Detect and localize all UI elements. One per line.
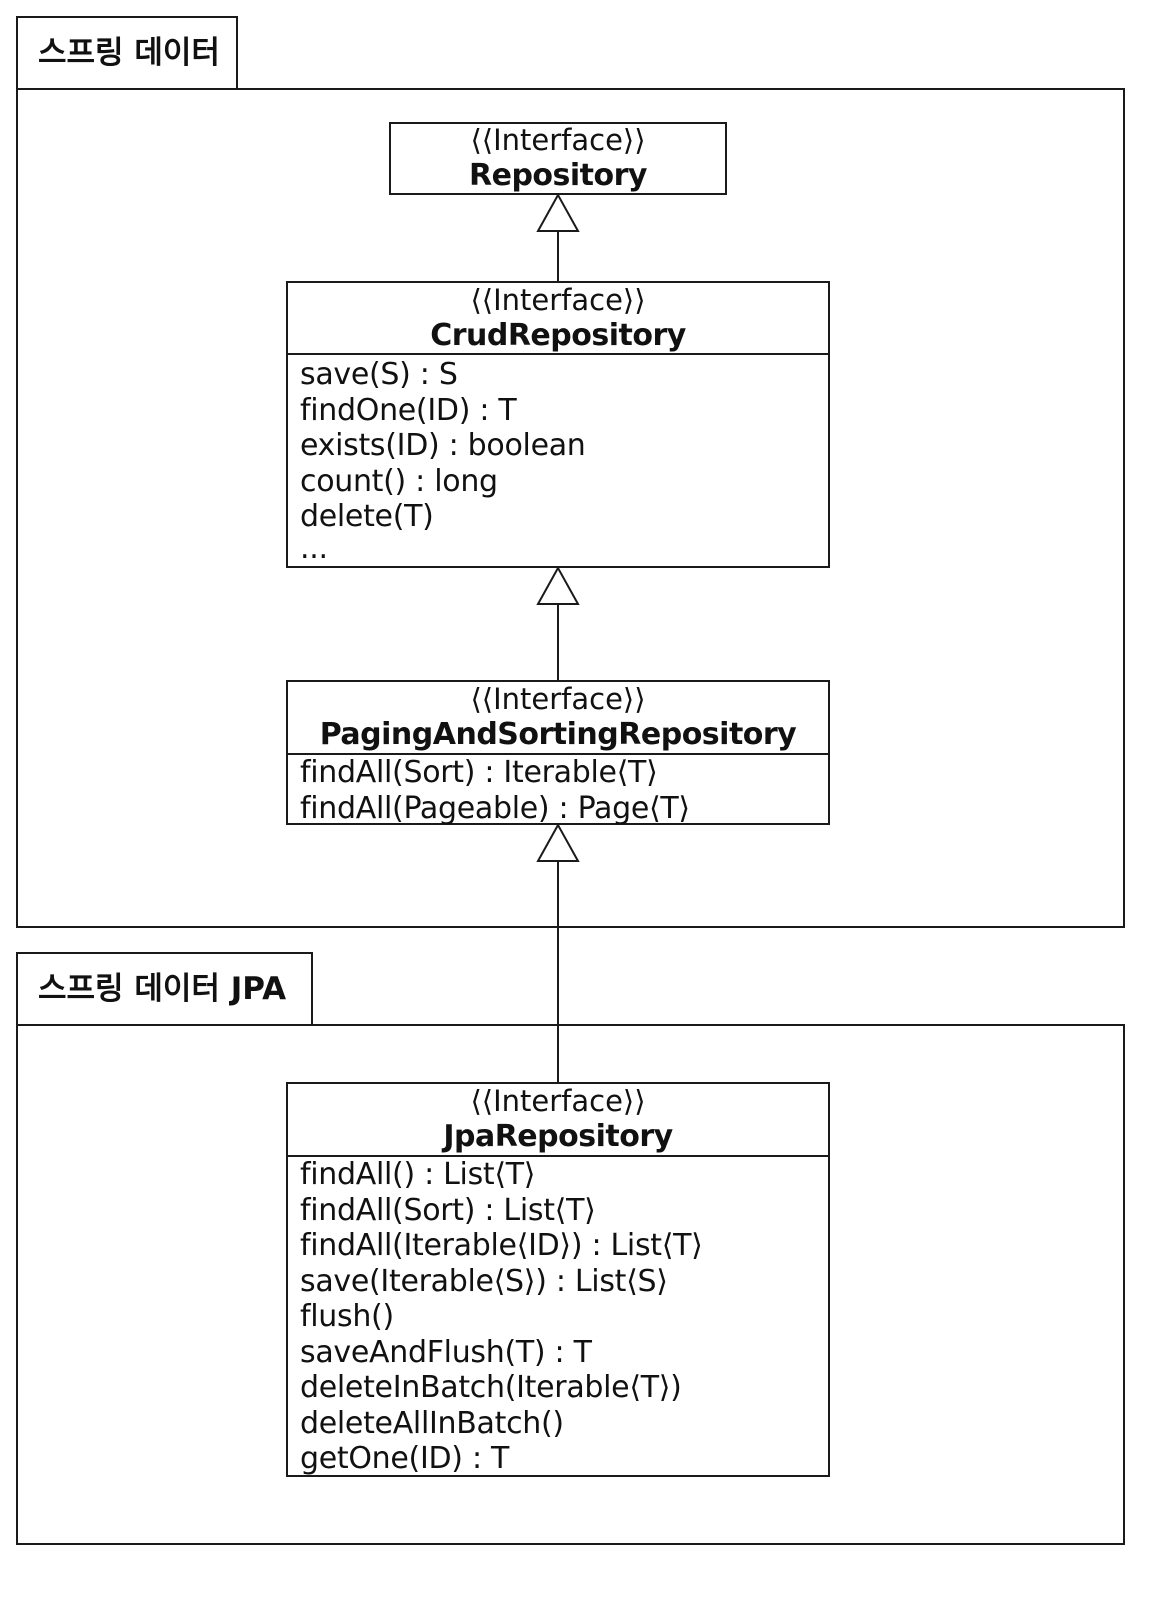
operation: delete(T) [300, 499, 434, 534]
class-name-crud-repository: CrudRepository [430, 317, 686, 353]
arrowhead-repository [536, 192, 580, 232]
operation: saveAndFlush(T) : T [300, 1334, 592, 1370]
operation: findAll(Pageable) : Page⟨T⟩ [300, 790, 690, 826]
package-label-spring-data: 스프링 데이터 [38, 34, 220, 71]
operation: findAll(Iterable⟨ID⟩) : List⟨T⟩ [300, 1228, 703, 1263]
class-jpa-repository: ⟨⟨Interface⟩⟩ JpaRepository findAll() : … [286, 1082, 830, 1477]
operation: getOne(ID) : T [300, 1441, 510, 1476]
package-body-spring-data-jpa [16, 1024, 1125, 1545]
operations-crud-repository: save(S) : S findOne(ID) : T exists(ID) :… [288, 355, 828, 563]
operation: flush() [300, 1299, 394, 1334]
class-crud-repository: ⟨⟨Interface⟩⟩ CrudRepository save(S) : S… [286, 281, 830, 568]
operation: save(S) : S [300, 357, 458, 392]
package-label-spring-data-jpa: 스프링 데이터 JPA [38, 970, 287, 1007]
class-header-repository: ⟨⟨Interface⟩⟩ Repository [391, 123, 725, 193]
operation: deleteInBatch(Iterable⟨T⟩) [300, 1370, 682, 1405]
stereotype-repository: ⟨⟨Interface⟩⟩ [470, 123, 646, 157]
class-header-jpa-repository: ⟨⟨Interface⟩⟩ JpaRepository [288, 1084, 828, 1157]
operation: deleteAllInBatch() [300, 1405, 564, 1441]
operation: save(Iterable⟨S⟩) : List⟨S⟩ [300, 1263, 668, 1299]
operation: findAll() : List⟨T⟩ [300, 1157, 536, 1192]
stereotype-crud-repository: ⟨⟨Interface⟩⟩ [470, 282, 646, 317]
class-name-repository: Repository [469, 158, 647, 193]
class-paging-and-sorting-repository: ⟨⟨Interface⟩⟩ PagingAndSortingRepository… [286, 680, 830, 826]
stereotype-jpa-repository: ⟨⟨Interface⟩⟩ [470, 1084, 646, 1118]
operations-paging-and-sorting-repository: findAll(Sort) : Iterable⟨T⟩ findAll(Page… [288, 755, 828, 826]
class-repository: ⟨⟨Interface⟩⟩ Repository [389, 122, 727, 195]
operation: count() : long [300, 463, 498, 499]
operation: findAll(Sort) : List⟨T⟩ [300, 1192, 596, 1228]
class-header-paging-and-sorting-repository: ⟨⟨Interface⟩⟩ PagingAndSortingRepository [288, 682, 828, 755]
class-header-crud-repository: ⟨⟨Interface⟩⟩ CrudRepository [288, 283, 828, 355]
arrowhead-paging-and-sorting-repository [536, 822, 580, 862]
operation: findAll(Sort) : Iterable⟨T⟩ [300, 755, 658, 790]
operation: findOne(ID) : T [300, 392, 517, 428]
stereotype-paging-and-sorting-repository: ⟨⟨Interface⟩⟩ [470, 682, 646, 716]
operation: ... [300, 530, 328, 566]
package-tab-spring-data: 스프링 데이터 [16, 16, 238, 90]
operations-jpa-repository: findAll() : List⟨T⟩ findAll(Sort) : List… [288, 1157, 828, 1477]
class-name-jpa-repository: JpaRepository [443, 1119, 673, 1154]
package-body-spring-data [16, 88, 1125, 928]
arrowhead-crud-repository [536, 565, 580, 605]
operation: exists(ID) : boolean [300, 428, 586, 463]
class-name-paging-and-sorting-repository: PagingAndSortingRepository [319, 717, 797, 752]
